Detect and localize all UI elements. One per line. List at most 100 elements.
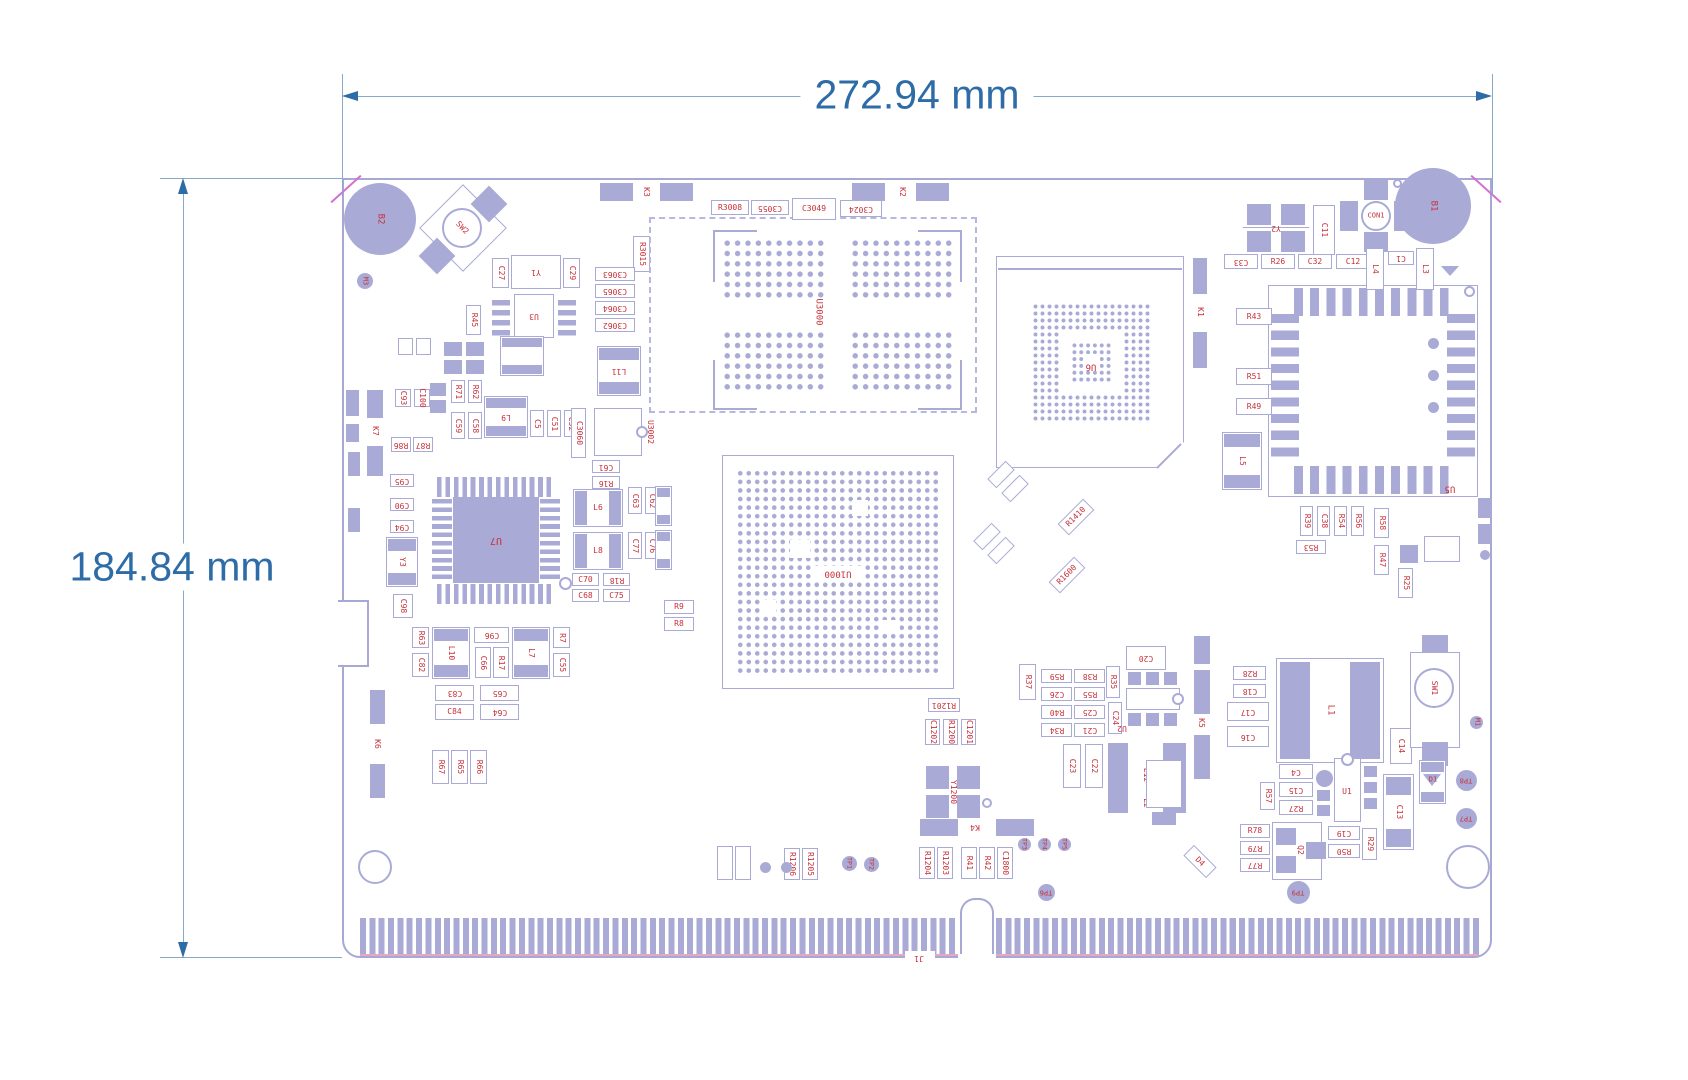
pad	[430, 400, 446, 413]
pad	[1364, 782, 1377, 793]
part-R1205: R1205	[802, 848, 818, 880]
pad	[370, 764, 385, 798]
ref-label: C20	[1138, 654, 1154, 663]
edge-connector-label: J1	[914, 954, 924, 963]
crystal-Y1: Y1	[511, 255, 561, 289]
pad-round	[1456, 808, 1477, 829]
pad	[1146, 672, 1159, 685]
component-outline	[735, 846, 751, 880]
ref-label: C17	[1240, 707, 1256, 717]
ref-label: C22	[1090, 758, 1099, 774]
component-outline	[500, 336, 544, 376]
part-L5: L5	[1222, 432, 1262, 490]
ref-label: L5	[1238, 456, 1247, 466]
pad-round	[1287, 881, 1310, 904]
part-C20: C20	[1126, 646, 1166, 670]
ref-label: R28	[1242, 669, 1257, 678]
part-C4: C4	[1279, 764, 1313, 779]
part-R55: R55	[1074, 687, 1105, 701]
bga-dot-grid	[850, 238, 954, 300]
ref-label: C94	[394, 522, 410, 532]
pad	[1281, 204, 1305, 225]
part-C23: C23	[1063, 744, 1081, 788]
ref-label: C64	[492, 708, 507, 717]
part-R62: R62	[468, 380, 482, 403]
pin-row	[1294, 288, 1456, 316]
pin-row	[558, 300, 576, 340]
part-C21: C21	[1074, 723, 1105, 737]
via	[982, 798, 992, 808]
part-R49: R49	[1236, 398, 1272, 415]
ref-label: B2	[375, 213, 386, 225]
ref-label: C93	[399, 390, 408, 406]
ref-label: R51	[1246, 371, 1262, 381]
part-R41: R41	[961, 847, 977, 879]
part-C68: C68	[572, 589, 599, 602]
width-ext-line-left	[342, 74, 343, 196]
ref-label: R1204	[923, 850, 932, 876]
part-C77: C77	[628, 532, 642, 559]
crystal-Y1200: Y1200	[949, 779, 958, 805]
part-R18: R18	[603, 573, 630, 586]
ref-label: C1201	[964, 719, 974, 745]
ref-label: R78	[1247, 826, 1263, 835]
ic-U5	[1268, 285, 1478, 497]
ref-label: R9	[674, 602, 684, 611]
pad	[1276, 828, 1296, 845]
pad-round	[1428, 370, 1439, 381]
part-C29: C29	[563, 258, 580, 288]
pad-round	[1480, 550, 1490, 560]
part-C11: C11	[1313, 205, 1335, 255]
pin-row	[540, 499, 560, 583]
pad	[1280, 662, 1310, 759]
pad	[1364, 766, 1377, 777]
bga-dot-grid	[722, 238, 826, 300]
ref-label: C98	[399, 598, 408, 614]
ref-label: L4	[1371, 264, 1380, 274]
part-R86: R86	[391, 437, 411, 452]
part-C1800: C1800	[997, 847, 1013, 879]
ref-label: R77	[1247, 861, 1263, 870]
part-L10: L10	[432, 627, 470, 679]
pad	[1281, 231, 1305, 252]
pad	[1340, 201, 1358, 231]
part-R45: R45	[466, 305, 481, 335]
pin-row	[432, 499, 452, 583]
component-outline	[416, 338, 431, 355]
part-C5: C5	[530, 410, 544, 437]
part-R17: R17	[493, 647, 509, 678]
part-C3065: C3065	[595, 284, 635, 298]
ref-label: R49	[1246, 401, 1262, 411]
ic-U3002	[594, 408, 642, 456]
ref-label: C4	[1291, 767, 1301, 777]
part-C98: C98	[393, 594, 413, 618]
ref-label: R43	[1246, 311, 1262, 321]
pad	[1194, 670, 1210, 714]
part-C96: C96	[474, 627, 509, 643]
crystal-Y2: Y2	[1271, 224, 1281, 233]
ref-label: C23	[1068, 758, 1077, 774]
arrow-down-icon	[178, 942, 188, 958]
part-R29: R29	[1362, 828, 1377, 860]
ref-label: R39	[1302, 513, 1312, 529]
part-R53: R53	[1296, 540, 1326, 554]
part-R37: R37	[1019, 664, 1036, 700]
marker-triangle-icon	[1441, 266, 1459, 276]
pad	[955, 795, 980, 818]
part-K7: K7	[371, 426, 380, 436]
ref-label: R62	[471, 384, 480, 399]
part-C18: C18	[1233, 684, 1266, 698]
pad	[1247, 204, 1271, 225]
pad	[1164, 672, 1177, 685]
board-width-value: 272.94 mm	[800, 71, 1034, 119]
pad-round	[1058, 838, 1071, 851]
part-C94: C94	[390, 520, 414, 533]
part-M1: M1	[1473, 717, 1482, 727]
marker-triangle-icon	[1423, 774, 1441, 786]
ref-label: C18	[1242, 687, 1257, 696]
ref-label: R47	[1377, 552, 1387, 568]
ref-label: R87	[415, 440, 431, 450]
pad	[1152, 812, 1176, 825]
component-pad	[388, 539, 416, 551]
ref-label: C59	[454, 418, 463, 433]
